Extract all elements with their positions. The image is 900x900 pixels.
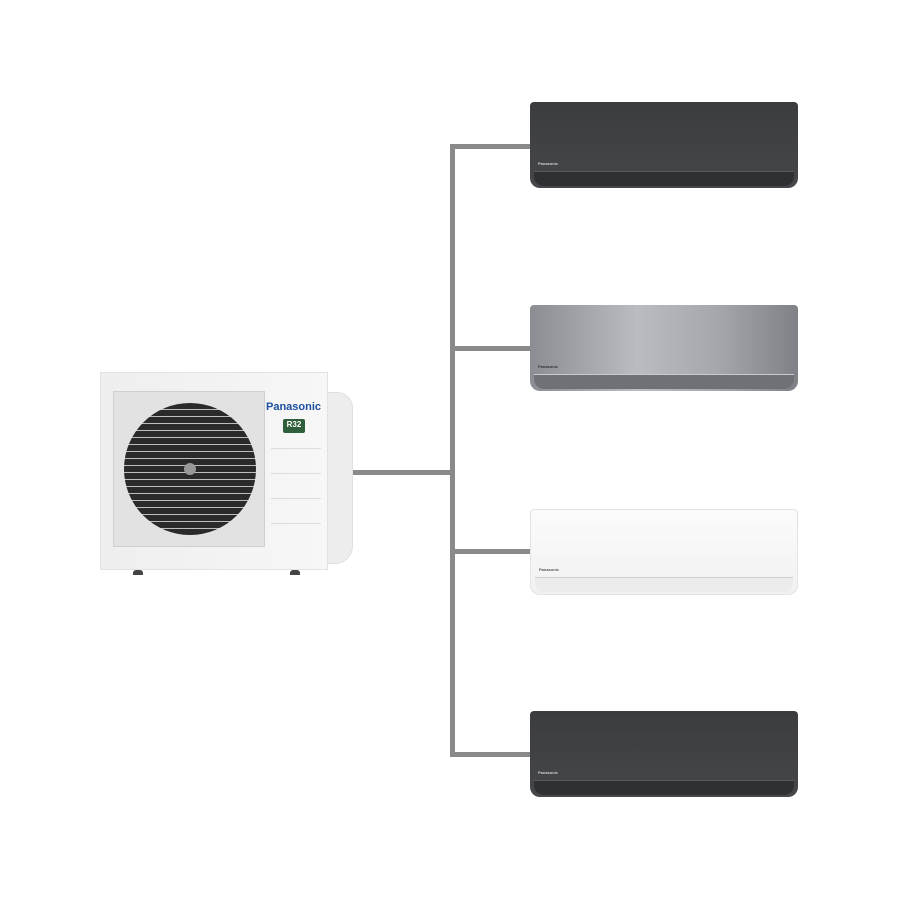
outdoor-unit: Panasonic R32	[100, 372, 328, 570]
pipe-outdoor-connector	[350, 470, 454, 475]
refrigerant-badge: R32	[283, 419, 305, 433]
air-flap	[534, 171, 794, 186]
panel-rib	[271, 523, 321, 524]
air-flap	[535, 577, 793, 592]
pipe-branch-1	[450, 144, 530, 149]
indoor-unit-4: Panasonic	[530, 711, 798, 797]
fan-hub	[184, 463, 196, 475]
air-flap	[534, 374, 794, 389]
panel-rib	[271, 448, 321, 449]
panel-rib	[271, 498, 321, 499]
indoor-unit-1: Panasonic	[530, 102, 798, 188]
fan-grille	[113, 391, 265, 547]
pipe-branch-3	[450, 549, 530, 554]
pipe-trunk	[450, 144, 455, 757]
indoor-brand: Panasonic	[539, 567, 560, 572]
indoor-unit-3: Panasonic	[530, 509, 798, 595]
panel-rib	[271, 473, 321, 474]
brand-logo: Panasonic	[266, 401, 322, 413]
indoor-brand: Panasonic	[538, 364, 559, 369]
indoor-unit-2: Panasonic	[530, 305, 798, 391]
outdoor-unit-side	[326, 392, 353, 564]
air-flap	[534, 780, 794, 795]
outdoor-foot	[133, 570, 143, 575]
indoor-brand: Panasonic	[538, 770, 559, 775]
outdoor-foot	[290, 570, 300, 575]
fan-icon	[124, 403, 256, 535]
indoor-brand: Panasonic	[538, 161, 559, 166]
pipe-branch-4	[450, 752, 530, 757]
pipe-branch-2	[450, 346, 530, 351]
